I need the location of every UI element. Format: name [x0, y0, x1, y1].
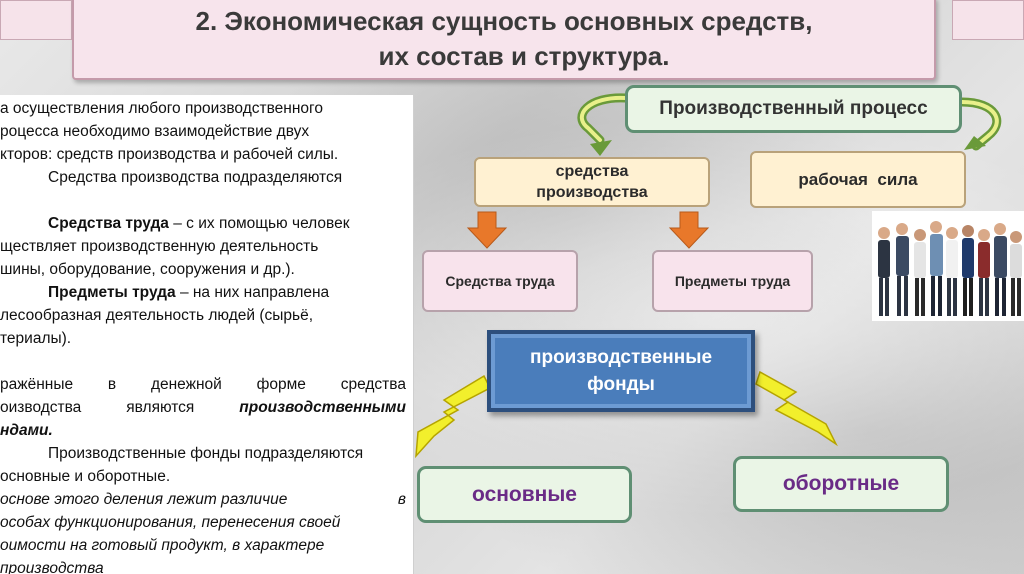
means-of-production-box: средства производства — [474, 157, 710, 207]
down-arrow-icon — [466, 211, 508, 249]
corner-decoration-left — [0, 0, 72, 40]
text-line: основные и оборотные. — [0, 468, 171, 485]
text-line: оизводства являются производственными — [0, 396, 406, 419]
text-line: а осуществления любого производственного — [0, 100, 323, 117]
group-of-people-image — [872, 211, 1024, 321]
text-line: оимости на готовый продукт, в характере — [0, 537, 325, 554]
lightning-bolt-icon — [415, 374, 492, 459]
text-fragment: – с их помощью человек — [168, 215, 350, 232]
word: средства — [340, 376, 406, 393]
text-line: ндами. — [0, 422, 53, 439]
curved-arrow-right-icon — [957, 97, 1002, 151]
people-illustration — [878, 221, 1022, 316]
slide-title-line-2: их состав и структура. — [378, 41, 670, 71]
slide-title-line-1: 2. Экономическая сущность основных средс… — [195, 6, 813, 36]
means-of-labor-box: Средства труда — [422, 250, 578, 312]
down-arrow-icon — [668, 211, 710, 249]
text-line: основе этого деления лежит различие в — [0, 488, 406, 511]
fixed-funds-box: основные — [417, 466, 632, 523]
text-line: шины, оборудование, сооружения и др.). — [0, 261, 295, 278]
word: являются — [126, 399, 195, 416]
text-line: Производственные фонды подразделяются — [48, 445, 364, 462]
corner-decoration-right — [952, 0, 1024, 40]
funds-label-line-1: производственные — [529, 347, 713, 368]
funds-label-line-2: фонды — [587, 374, 655, 395]
text-fragment: основе этого деления лежит различие — [0, 491, 288, 508]
text-line: кторов: средств производства и рабочей с… — [0, 146, 339, 163]
production-funds-box: производственные фонды — [487, 330, 755, 412]
text-line: ществляет производственную деятельность — [0, 238, 319, 255]
text-line: особах функционирования, перенесения сво… — [0, 514, 341, 531]
title-banner: 2. Экономическая сущность основных средс… — [72, 0, 936, 80]
means-label-line-2: производства — [536, 184, 648, 201]
word: денежной — [150, 376, 222, 393]
text-line: Средства труда – с их помощью человек — [0, 212, 413, 235]
production-process-box: Производственный процесс — [625, 85, 962, 133]
term-objects: Предметы труда — [48, 284, 176, 301]
word: оизводства — [0, 399, 82, 416]
text-line: териалы). — [0, 330, 72, 347]
labor-force-box: рабочая сила — [750, 151, 966, 208]
text-line: ражённые в денежной форме средства — [0, 373, 406, 396]
text-line: лесообразная деятельность людей (сырьё, — [0, 307, 314, 324]
word: в — [397, 491, 406, 508]
text-line: производства — [0, 560, 104, 574]
text-line: роцесса необходимо взаимодействие двух — [0, 123, 310, 140]
objects-of-labor-box: Предметы труда — [652, 250, 813, 312]
term-tools: Средства труда — [48, 215, 169, 232]
working-funds-box: оборотные — [733, 456, 949, 512]
word: ражённые — [0, 376, 74, 393]
curved-arrow-left-icon — [577, 93, 631, 156]
lightning-bolt-icon — [755, 370, 838, 447]
text-fragment: – на них направлена — [175, 284, 330, 301]
term-production-funds: производственными — [239, 399, 406, 416]
text-line: Средства производства подразделяются — [48, 169, 343, 186]
text-panel: а осуществления любого производственного… — [0, 95, 414, 574]
means-label-line-1: средства — [555, 163, 629, 180]
word: в — [107, 376, 117, 393]
text-line: Предметы труда – на них направлена — [0, 281, 413, 304]
word: форме — [256, 376, 306, 393]
